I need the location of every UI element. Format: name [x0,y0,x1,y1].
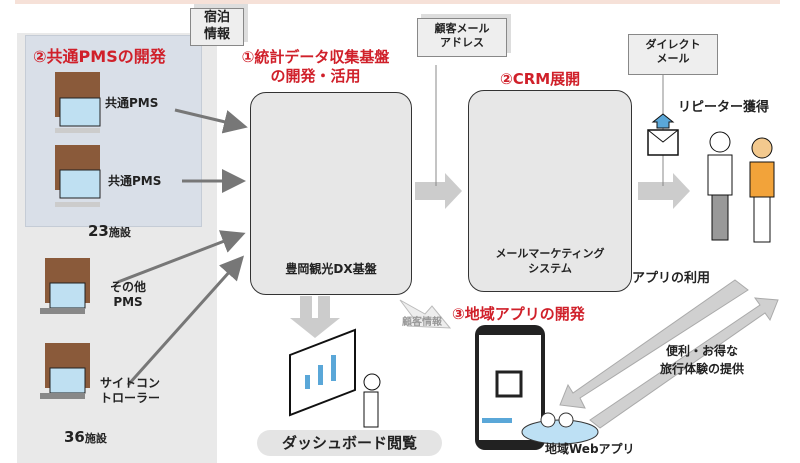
people-icon [707,131,775,243]
crm-title: ②CRM展開 [500,70,581,88]
hotel-pc-icon [40,258,90,314]
count-unit: 施設 [84,432,107,445]
direct-mail-document: ダイレクト メール [628,34,718,75]
flow-arrow-dx-crm [415,173,462,209]
crm-box [468,90,632,292]
common-pms-panel [25,35,202,227]
dx-platform-label: 豊岡観光DX基盤 [285,262,377,276]
site-controller-label: サイトコン トローラー [100,376,161,405]
top-strip [15,0,780,4]
count-value: 36 [64,428,85,446]
customer-info-arrow [399,299,452,329]
common-pms-label: 共通PMS [108,174,162,188]
stay-info-document: 宿泊 情報 [190,8,244,46]
mail-marketing-label: メールマーケティング システム [495,247,605,275]
benefit-label: 便利・お得な 旅行体験の提供 [660,344,745,376]
common-pms-label: 共通PMS [105,96,159,110]
app-usage-label: アプリの利用 [632,271,711,286]
app-usage-arrows [559,279,779,429]
flow-arrow-dashboard [290,296,340,338]
count-unit: 施設 [108,226,131,239]
count-value: 23 [88,222,109,240]
hotel-pms-icon [55,72,101,133]
other-pms-label: その他 PMS [110,280,147,309]
common-pms-title: ②共通PMSの開発 [33,47,166,66]
common-pms-count: 23施設 [88,222,131,240]
customer-info-label: 顧客情報 [402,317,442,328]
dashboard-monitor-icon [289,328,381,428]
dx-platform-box [250,92,412,295]
data-flow-arrows [117,108,248,387]
dashboard-view-label: ダッシュボード閲覧 [257,430,442,456]
mail-icon [647,113,679,156]
customer-email-document: 顧客メール アドレス [417,18,507,57]
hotel-pms-icon [55,145,101,207]
flow-arrow-crm-user [638,173,690,209]
app-dev-title: ③地域アプリの開発 [452,305,585,323]
dx-title: ①統計データ収集基盤 の開発・活用 [241,48,390,85]
repeater-label: リピーター獲得 [678,100,770,115]
total-facilities-count: 36施設 [64,428,107,446]
smartphone-app-icon [475,325,599,450]
hotel-pc-icon [40,343,90,399]
local-web-app-label: 地域Webアプリ [545,442,635,456]
